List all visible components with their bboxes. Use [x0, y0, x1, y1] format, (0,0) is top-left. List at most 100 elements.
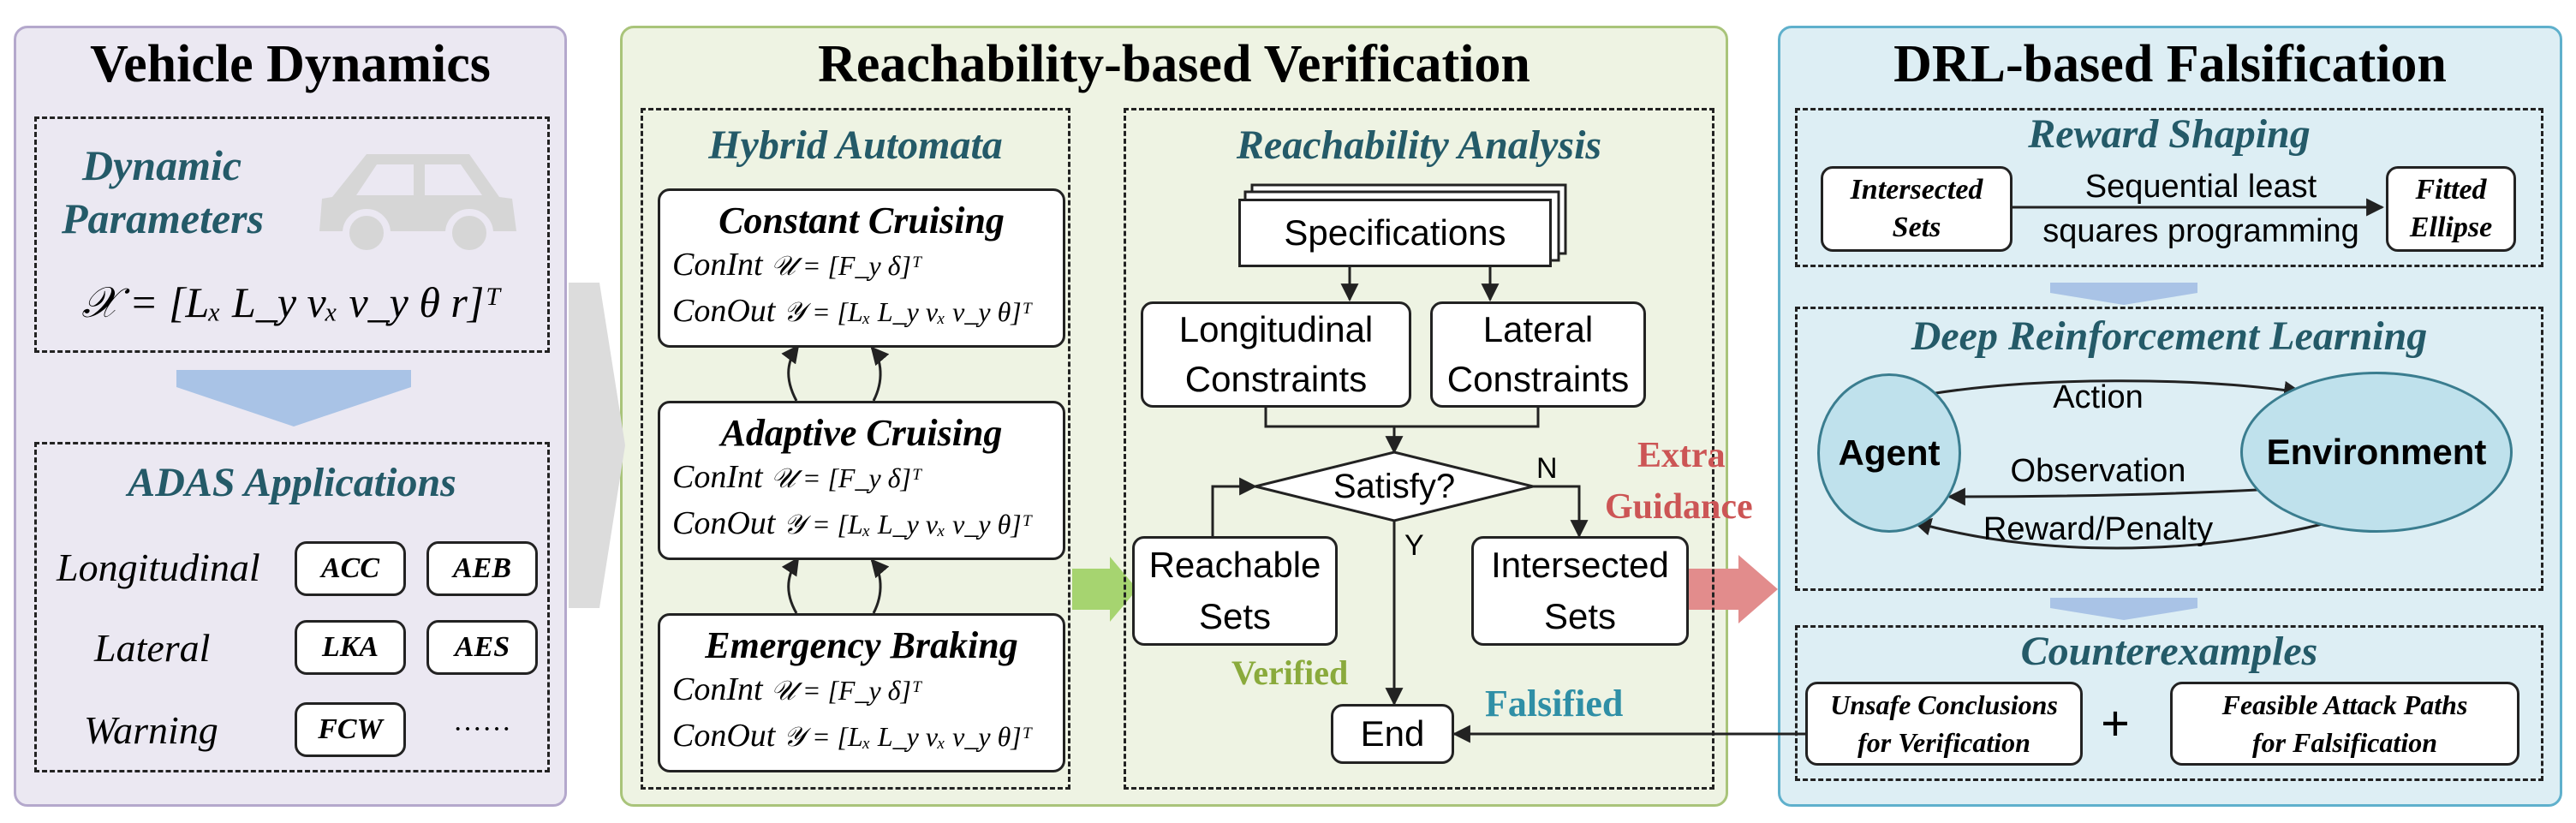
drl-title: Deep Reinforcement Learning [1911, 313, 2428, 359]
conint-equation: 𝒰 = [F_y δ]ᵀ [771, 462, 922, 493]
adas-aeb: AEB [426, 541, 538, 596]
adas-lka: LKA [295, 620, 406, 675]
longitudinal-line-1: Longitudinal [1178, 309, 1374, 349]
specifications-box: Specifications [1238, 199, 1552, 267]
conout-label: ConOut [672, 505, 776, 541]
satisfy-label: Satisfy? [1333, 467, 1456, 505]
car-icon [307, 137, 529, 265]
fitted-ellipse-box: Fitted Ellipse [2386, 166, 2516, 252]
conout-equation: 𝒴 = [Lₓ L_y vₓ v_y θ]ᵀ [783, 721, 1033, 752]
down-arrow-2 [2050, 598, 2197, 620]
extra-guidance-label-1: Extra [1637, 436, 1726, 475]
mode-arrow-2 [870, 346, 890, 402]
adas-applications-box [34, 442, 550, 772]
reachable-line-2: Sets [1198, 596, 1272, 636]
reachability-analysis-title: Reachability Analysis [1236, 122, 1602, 168]
action-label: Action [2053, 379, 2144, 415]
feasible-line-2: for Falsification [2251, 727, 2437, 758]
no-branch [1533, 485, 1589, 539]
conint-equation: 𝒰 = [F_y δ]ᵀ [771, 675, 922, 706]
green-flow-arrow [1072, 557, 1137, 622]
mode-name: Emergency Braking [705, 623, 1018, 666]
dynamic-parameters-title-2: Parameters [62, 194, 265, 242]
unsafe-line-2: for Verification [1857, 727, 2030, 758]
plus-sign: + [2100, 695, 2131, 752]
conint-row: ConInt 𝒰 = [F_y δ]ᵀ [672, 246, 921, 283]
gray-flow-arrow [569, 283, 625, 608]
reward-arrow [1912, 517, 2330, 550]
mode-emergency-braking: Emergency Braking ConInt 𝒰 = [F_y δ]ᵀ Co… [658, 613, 1065, 772]
adas-acc: ACC [295, 541, 406, 596]
rs-intersected-sets-box: Intersected Sets [1821, 166, 2012, 252]
conout-equation: 𝒴 = [Lₓ L_y vₓ v_y θ]ᵀ [783, 509, 1033, 540]
reach-loop [1211, 477, 1258, 536]
no-label: N [1536, 452, 1558, 485]
reward-penalty-label: Reward/Penalty [1983, 510, 2214, 547]
agent-node: Agent [1817, 373, 1961, 533]
verified-label: Verified [1231, 653, 1349, 692]
adas-fcw: FCW [295, 702, 406, 757]
intersected-sets-box: Intersected Sets [1471, 536, 1689, 646]
adas-applications-title: ADAS Applications [128, 459, 456, 505]
vehicle-dynamics-title: Vehicle Dynamics [90, 34, 491, 93]
environment-node: Environment [2240, 372, 2513, 533]
conout-row: ConOut 𝒴 = [Lₓ L_y vₓ v_y θ]ᵀ [672, 504, 1032, 542]
verification-title: Reachability-based Verification [818, 34, 1530, 93]
counterexamples-box [1795, 625, 2543, 781]
conout-label: ConOut [672, 718, 776, 754]
feasible-attack-paths-box: Feasible Attack Paths for Falsification [2170, 682, 2519, 766]
row-label-warning: Warning [84, 708, 218, 752]
action-arrow [1929, 379, 2303, 399]
down-chevron-arrow [176, 370, 411, 426]
constraints-merge [1264, 408, 1540, 428]
observation-arrow [1947, 487, 2258, 506]
longitudinal-constraints-box: Longitudinal Constraints [1141, 301, 1411, 408]
red-flow-arrow [1689, 555, 1778, 623]
falsification-title: DRL-based Falsification [1893, 34, 2447, 93]
unsafe-conclusions-box: Unsafe Conclusions for Verification [1805, 682, 2083, 766]
reward-shaping-box [1795, 108, 2543, 267]
dynamic-parameters-box [34, 116, 550, 353]
slsp-label-2: squares programming [2042, 212, 2359, 249]
hybrid-automata-title: Hybrid Automata [708, 122, 1003, 168]
row-label-longitudinal: Longitudinal [57, 546, 260, 589]
conint-label: ConInt [672, 671, 763, 707]
reachable-sets-box: Reachable Sets [1132, 536, 1338, 646]
adas-more: ······ [453, 713, 511, 745]
conint-label: ConInt [672, 459, 763, 495]
conout-row: ConOut 𝒴 = [Lₓ L_y vₓ v_y θ]ᵀ [672, 292, 1032, 330]
fitted-line-2: Ellipse [2409, 212, 2493, 243]
mode-name: Constant Cruising [719, 199, 1005, 242]
intersected-line-2: Sets [1543, 596, 1617, 636]
mode-arrow-3 [781, 557, 800, 614]
conint-row: ConInt 𝒰 = [F_y δ]ᵀ [672, 458, 921, 496]
lateral-constraints-box: Lateral Constraints [1430, 301, 1646, 408]
intersected-line-1: Intersected [1491, 545, 1669, 585]
falsified-label: Falsified [1485, 683, 1624, 725]
counterexamples-title: Counterexamples [2020, 628, 2318, 674]
conout-equation: 𝒴 = [Lₓ L_y vₓ v_y θ]ᵀ [783, 296, 1033, 327]
state-vector-equation: 𝒳 = [Lₓ L_y vₓ v_y θ r]ᵀ [81, 277, 501, 326]
mode-name: Adaptive Cruising [720, 411, 1003, 454]
observation-label: Observation [2010, 452, 2186, 489]
reachability-analysis-box [1124, 108, 1714, 790]
conint-equation: 𝒰 = [F_y δ]ᵀ [771, 250, 922, 281]
conout-label: ConOut [672, 293, 776, 329]
extra-guidance-label-2: Guidance [1605, 487, 1753, 527]
unsafe-line-1: Unsafe Conclusions [1830, 689, 2058, 720]
down-arrow-1 [2050, 283, 2197, 305]
yes-label: Y [1404, 529, 1424, 562]
hybrid-automata-box [641, 108, 1070, 790]
mode-arrow-4 [870, 558, 890, 614]
reachable-line-1: Reachable [1148, 545, 1321, 585]
end-box: End [1331, 704, 1454, 764]
slsp-label-1: Sequential least [2084, 168, 2317, 205]
conint-label: ConInt [672, 247, 763, 283]
adas-aes: AES [426, 620, 538, 675]
lateral-line-2: Constraints [1446, 359, 1630, 399]
lateral-line-1: Lateral [1482, 309, 1594, 349]
conint-row: ConInt 𝒰 = [F_y δ]ᵀ [672, 671, 921, 708]
row-label-lateral: Lateral [94, 626, 211, 670]
longitudinal-line-2: Constraints [1184, 359, 1368, 399]
mode-constant-cruising: Constant Cruising ConInt 𝒰 = [F_y δ]ᵀ Co… [658, 188, 1065, 348]
